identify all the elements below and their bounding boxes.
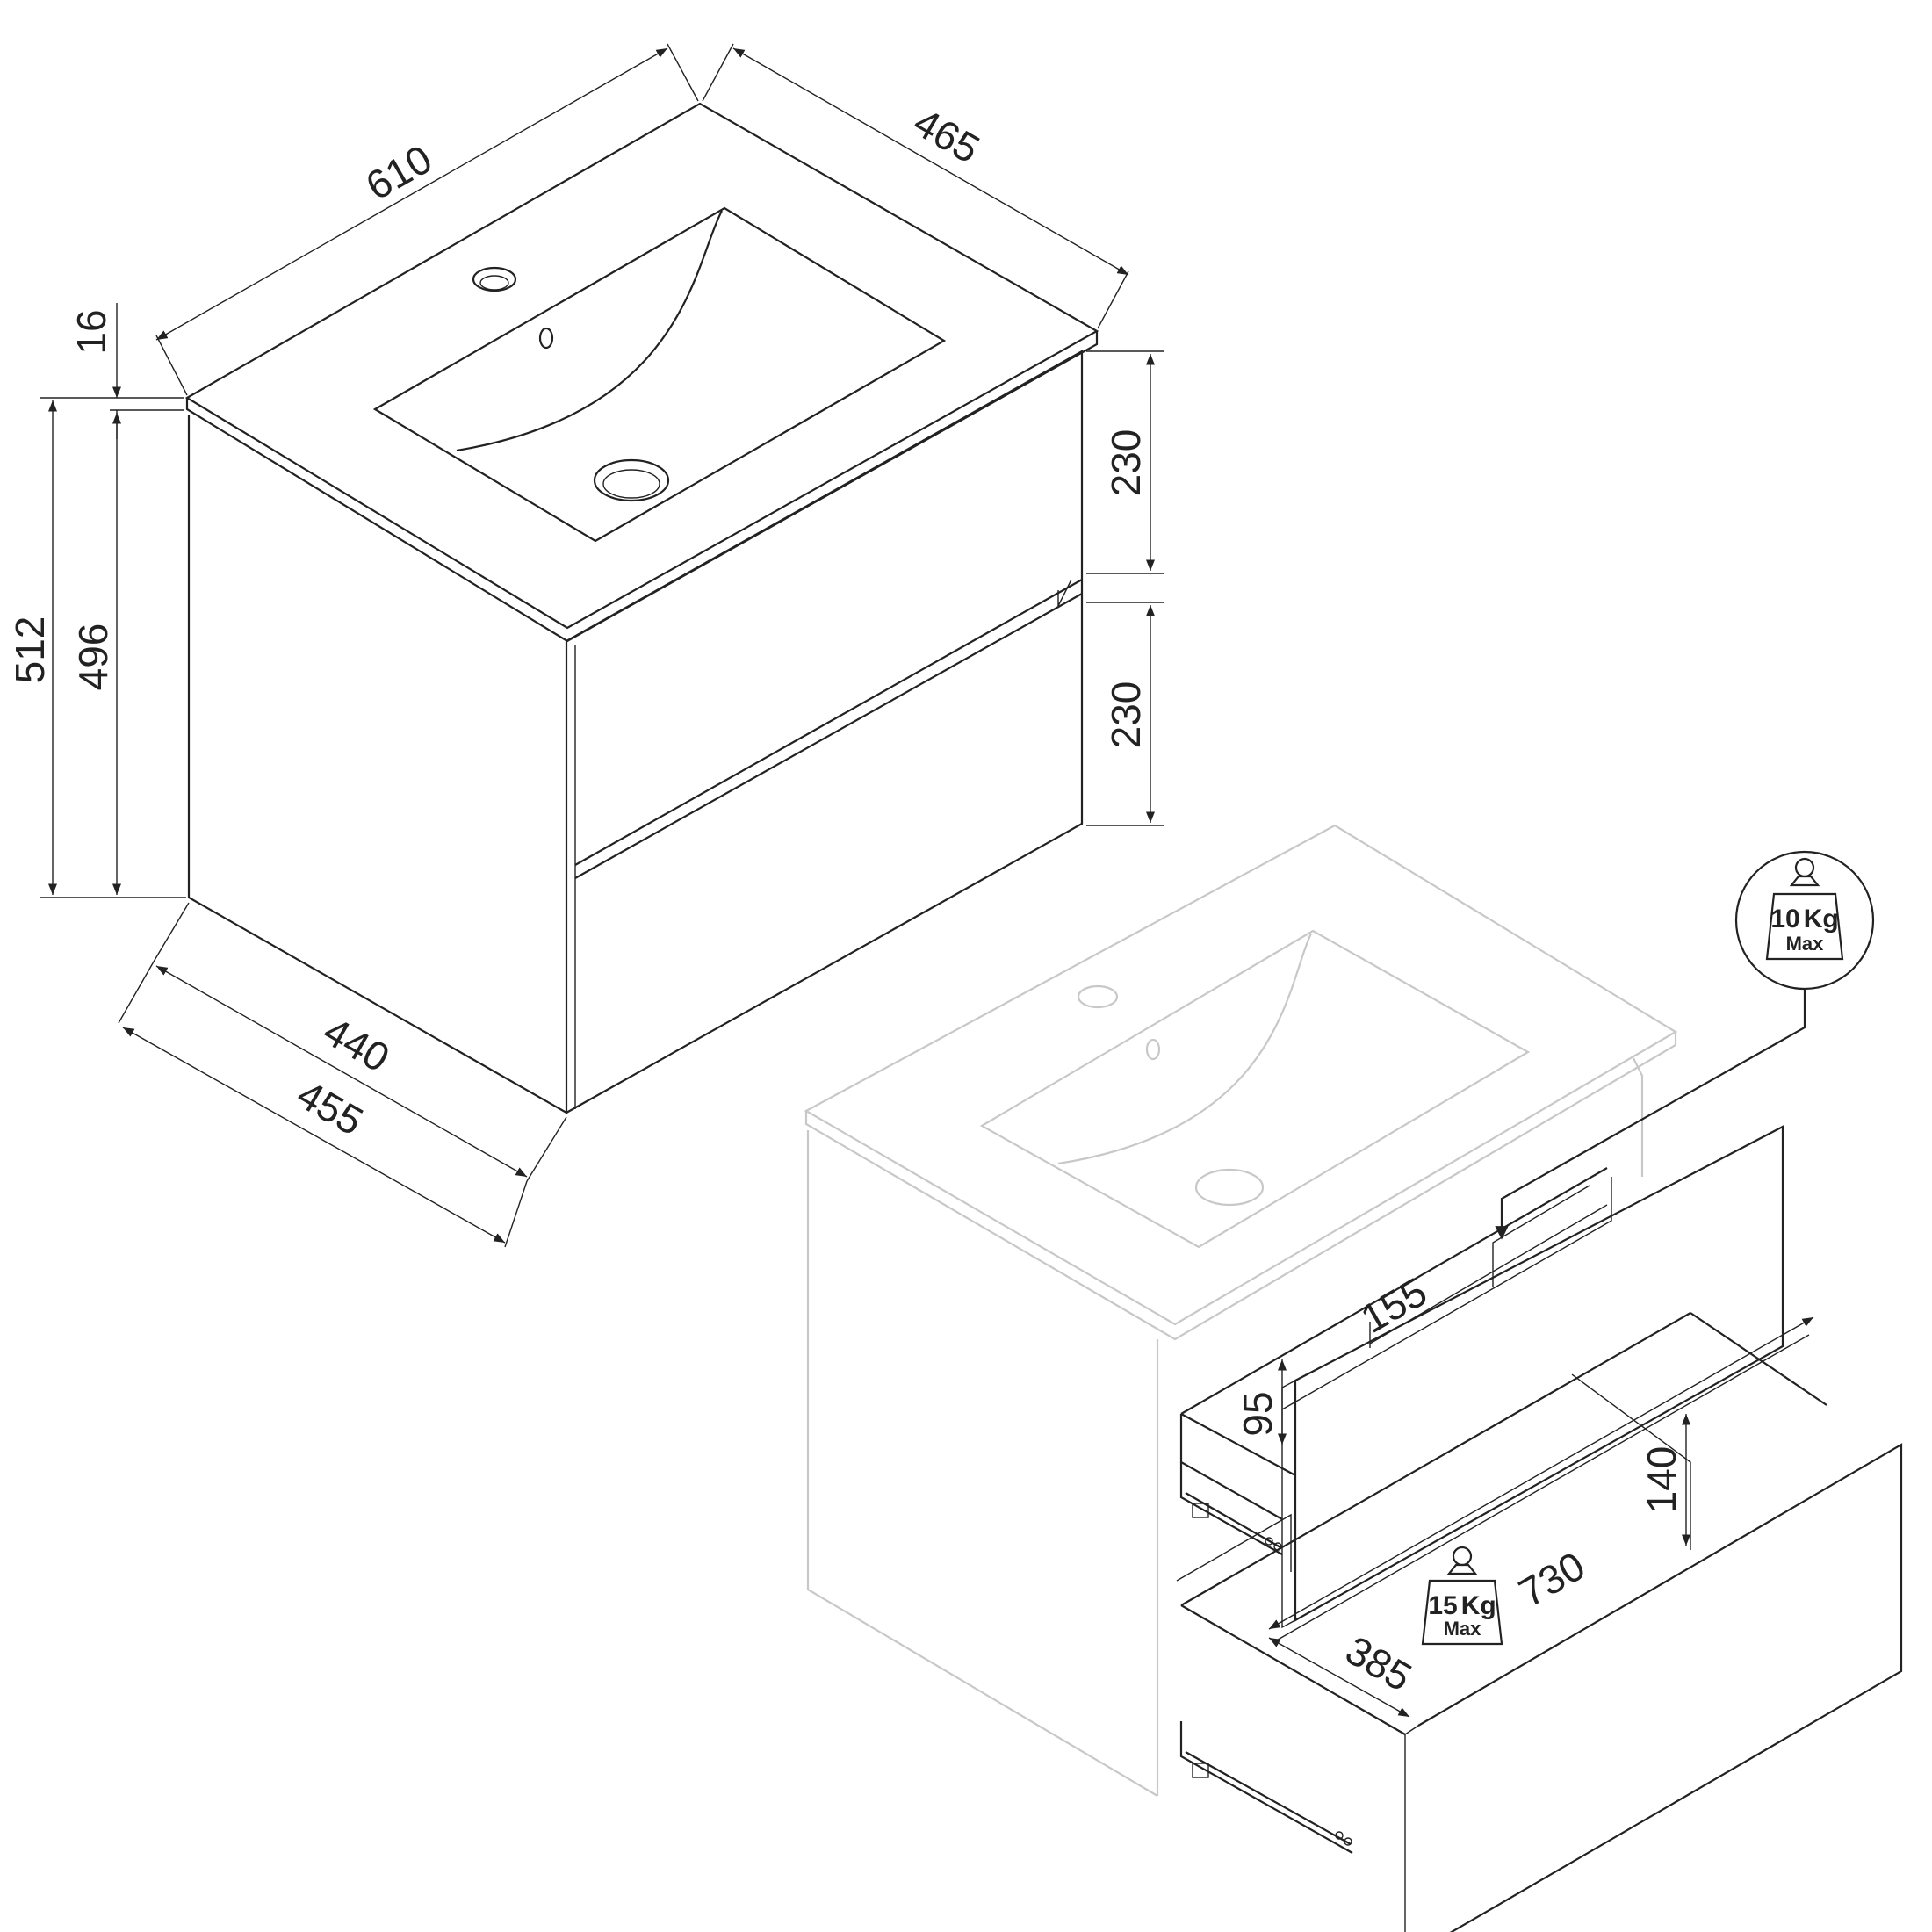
basin-curve xyxy=(456,210,723,452)
weight-icon xyxy=(1421,1546,1503,1646)
countertop-top-face xyxy=(184,102,1099,630)
dim-730: 730 xyxy=(1511,1542,1592,1615)
sink-basin xyxy=(372,206,947,543)
badge-top-label: Max xyxy=(1786,933,1825,955)
weight-icon xyxy=(1765,857,1844,961)
dimension-lines xyxy=(40,43,1164,1248)
badge-top-value: 10 xyxy=(1770,905,1799,934)
dim-155: 155 xyxy=(1353,1268,1434,1341)
badge-bottom-value: 15 xyxy=(1428,1591,1457,1620)
open-cabinet xyxy=(804,824,1903,1932)
countertop-edge xyxy=(185,331,1099,643)
dim-512: 512 xyxy=(7,616,53,684)
upper-drawer-front xyxy=(1294,1125,1784,1622)
dim-385: 385 xyxy=(1338,1626,1419,1699)
dim-465: 465 xyxy=(906,98,987,171)
upper-slide-rail xyxy=(1179,1462,1283,1555)
dim-140: 140 xyxy=(1639,1446,1684,1514)
dim-455: 455 xyxy=(290,1071,371,1143)
drawer-split xyxy=(574,579,1083,866)
overflow-hole xyxy=(538,327,554,350)
badge-bottom-label: Max xyxy=(1444,1618,1482,1640)
lower-slide-rail xyxy=(1179,1721,1353,1854)
drain-hole xyxy=(593,458,670,502)
cabinet-side xyxy=(187,415,568,1114)
dim-230-top: 230 xyxy=(1103,429,1149,497)
dim-496: 496 xyxy=(70,624,116,691)
cabinet-front xyxy=(566,350,1084,1114)
badge-bottom-unit: Kg xyxy=(1461,1591,1496,1620)
drawer-split-2 xyxy=(574,593,1083,879)
dim-440: 440 xyxy=(316,1007,397,1080)
dim-16: 16 xyxy=(68,309,114,354)
closed-cabinet xyxy=(184,102,1099,1114)
dim-230-bottom: 230 xyxy=(1103,681,1149,749)
dim-95: 95 xyxy=(1235,1391,1280,1436)
arrow-icon xyxy=(1495,988,1806,1240)
tap-hole xyxy=(472,266,517,292)
dim-610: 610 xyxy=(358,135,439,208)
badge-top-unit: Kg xyxy=(1804,905,1839,934)
